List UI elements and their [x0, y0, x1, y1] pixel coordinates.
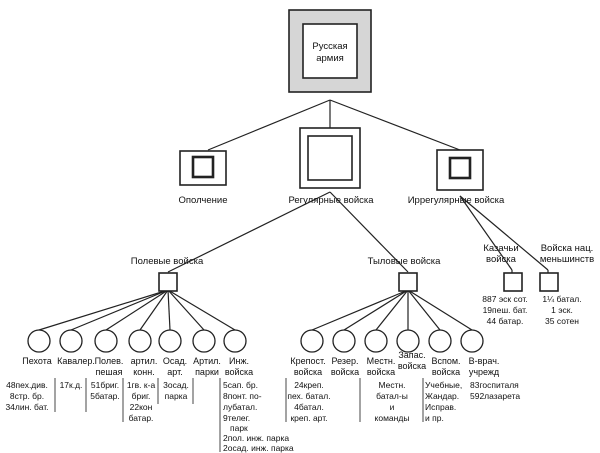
unit-value: креп. арт.	[290, 413, 327, 423]
unit-value: 2пол. инж. парка	[223, 433, 289, 443]
unit-value: 592лазарета	[470, 391, 520, 401]
unit-label: Полев.	[95, 356, 124, 366]
unit-label: артил.	[131, 356, 158, 366]
unit-label: Инж.	[229, 356, 249, 366]
unit-value: парка	[165, 391, 188, 401]
field-units: Пехота 48пех.див. 8стр. бр. 34лин. бат. …	[5, 356, 293, 453]
unit-label: войска	[432, 367, 460, 377]
national-label-line-1: Войска нац.	[541, 243, 594, 254]
unit-value: команды	[375, 413, 410, 423]
unit-label: Вспом.	[431, 356, 460, 366]
rear-units: Крепост. войска 24креп. пех. батал. 4бат…	[287, 350, 520, 423]
militia-label: Ополчение	[178, 195, 227, 206]
unit-label: Запас.	[398, 350, 425, 360]
unit-value: батар.	[129, 413, 154, 423]
unit-value: Жандар.	[425, 391, 459, 401]
national-node: Войска нац. меньшинств	[539, 243, 594, 292]
root-label-line-1: Русская	[312, 41, 347, 52]
root-node: Русская армия	[288, 9, 372, 93]
unit-value: 17к.д.	[60, 380, 83, 390]
national-value: 1¼ батал.	[542, 294, 581, 304]
unit-value: и	[390, 402, 395, 412]
unit-label: войска	[367, 367, 395, 377]
cossack-node: Казачьи войска	[483, 243, 523, 292]
unit-label: Осад.	[163, 356, 187, 366]
unit-value: 48пех.див.	[6, 380, 48, 390]
cossack-label-line-1: Казачьи	[483, 243, 518, 254]
unit-label: Местн.	[367, 356, 396, 366]
unit-label: учрежд	[469, 367, 500, 377]
cossack-value: 887 эск сот.	[482, 294, 527, 304]
cossack-value: 19пеш. бат.	[483, 305, 528, 315]
cossack-value: 44 батар.	[487, 316, 524, 326]
national-value: 1 эск.	[551, 305, 573, 315]
unit-value: 4батал.	[294, 402, 324, 412]
unit-label: войска	[398, 361, 426, 371]
unit-value: 8стр. бр.	[10, 391, 44, 401]
unit-value: 5батар.	[90, 391, 120, 401]
irregular-label: Иррегулярные войска	[408, 195, 505, 206]
root-label-line-2: армия	[316, 53, 344, 64]
cossack-label-line-2: войска	[486, 254, 517, 265]
rear-leaf-circles	[300, 329, 484, 353]
unit-value: Учебные,	[425, 380, 462, 390]
unit-value: 83госпиталя	[470, 380, 519, 390]
unit-value: 8понт. по-	[223, 391, 262, 401]
unit-value: 3осад.	[163, 380, 189, 390]
unit-label: пешая	[96, 367, 123, 377]
unit-label: войска	[331, 367, 359, 377]
unit-value: 22кон	[130, 402, 153, 412]
unit-label: В-врач.	[469, 356, 500, 366]
unit-label: конн.	[133, 367, 155, 377]
field-label: Полевые войска	[131, 256, 204, 267]
unit-value: 5сап. бр.	[223, 380, 258, 390]
unit-value: 1гв. к-а	[127, 380, 156, 390]
value-column-rules	[54, 378, 424, 452]
national-value: 35 сотен	[545, 316, 579, 326]
unit-value: парк	[230, 423, 248, 433]
cossack-values: 887 эск сот. 19пеш. бат. 44 батар.	[482, 294, 527, 326]
unit-label: войска	[294, 367, 322, 377]
unit-value: пех. батал.	[287, 391, 330, 401]
unit-label: Артил.	[193, 356, 221, 366]
rear-label: Тыловые войска	[368, 256, 442, 267]
irregular-node: Иррегулярные войска	[408, 149, 505, 206]
unit-value: 24креп.	[294, 380, 324, 390]
unit-label: парки	[195, 367, 219, 377]
national-label-line-2: меньшинств	[540, 254, 594, 265]
field-leaf-circles	[27, 329, 247, 353]
unit-value: батал-ы	[376, 391, 408, 401]
unit-value: бриг.	[132, 391, 151, 401]
unit-value: 9телег.	[223, 413, 250, 423]
unit-value: Исправ.	[425, 402, 456, 412]
militia-node: Ополчение	[178, 150, 228, 206]
rear-node: Тыловые войска	[368, 256, 442, 292]
unit-label: войска	[225, 367, 253, 377]
unit-value: и пр.	[425, 413, 444, 423]
field-node: Полевые войска	[131, 256, 204, 292]
unit-value: лубатал.	[223, 402, 257, 412]
regular-label: Регулярные войска	[288, 195, 374, 206]
unit-label: Резер.	[332, 356, 359, 366]
unit-value: 34лин. бат.	[5, 402, 48, 412]
unit-label: Пехота	[22, 356, 52, 366]
unit-label: арт.	[167, 367, 182, 377]
connector-lines	[38, 99, 549, 331]
regular-node: Регулярные войска	[288, 127, 374, 206]
national-values: 1¼ батал. 1 эск. 35 сотен	[542, 294, 581, 326]
unit-value: 51бриг.	[91, 380, 119, 390]
unit-value: Местн.	[378, 380, 405, 390]
unit-label: Крепост.	[290, 356, 325, 366]
unit-value: 2осад. инж. парка	[223, 443, 294, 453]
unit-label: Кавалер.	[57, 356, 95, 366]
